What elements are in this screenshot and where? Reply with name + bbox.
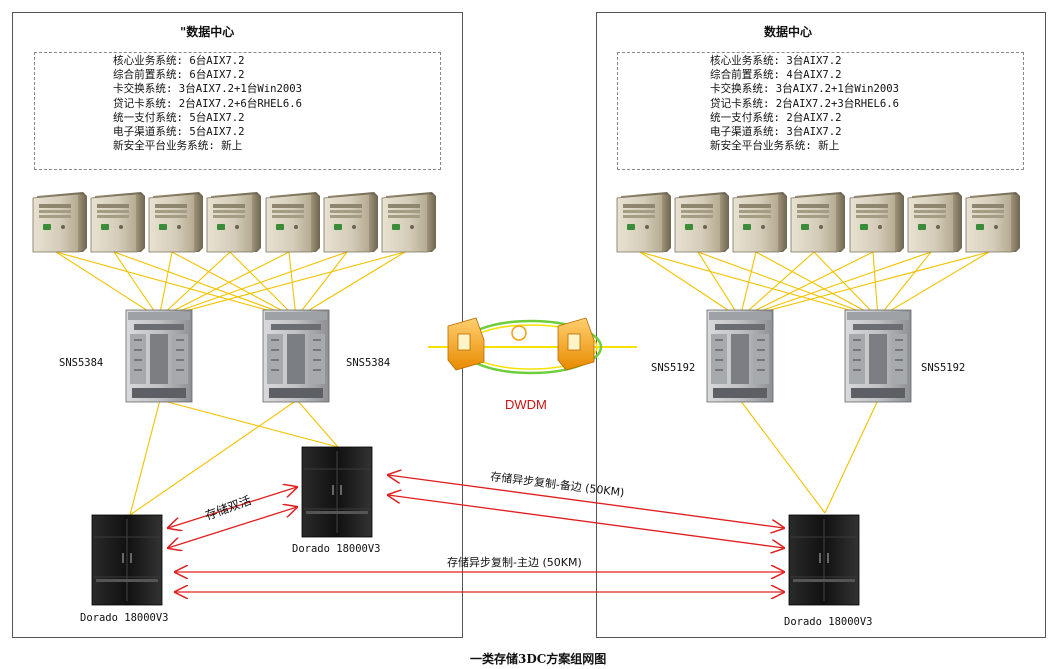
system-line: 统一支付系统: 2台AIX7.2 [710, 111, 842, 124]
system-line: 核心业务系统: 6台AIX7.2 [113, 55, 245, 67]
system-line: 综合前置系统: 6台AIX7.2 [113, 69, 245, 82]
fiber-link [158, 251, 231, 319]
system-line: 综合前置系统: 4台AIX7.2 [710, 69, 842, 82]
fiber-link [113, 251, 297, 319]
fiber-link [229, 251, 297, 319]
tower-server-icon [790, 191, 846, 253]
fiber-link [113, 251, 160, 319]
system-line: 新安全平台业务系统: 新上 [113, 140, 243, 153]
right-switch-label-2: SNS5192 [921, 362, 966, 374]
right-storage-label: Dorado 18000V3 [784, 616, 873, 628]
storage-array-icon [91, 514, 163, 606]
storage-array-icon [788, 514, 860, 606]
fiber-link [697, 251, 741, 319]
dwdm-link [428, 317, 637, 375]
left-datacenter-title: "数据中心 [180, 25, 235, 39]
tower-server-icon [206, 191, 262, 253]
switch-storage-links [129, 399, 879, 516]
fiber-link [295, 251, 406, 319]
fiber-link [739, 251, 990, 319]
fiber-link [739, 251, 932, 319]
replication-arrows [168, 475, 784, 592]
storage-array-icon [301, 446, 373, 538]
dwdm-device-icon [447, 317, 485, 371]
tower-server-icon [265, 191, 321, 253]
left-server-group [32, 191, 437, 253]
fiber-link [877, 251, 990, 319]
tower-server-icon [907, 191, 963, 253]
fiber-link [697, 251, 879, 319]
tower-server-icon [849, 191, 905, 253]
fiber-link [872, 251, 879, 319]
left-fiber-links [55, 251, 406, 319]
active-active-arrow [168, 507, 297, 548]
dwdm-hub-icon [511, 325, 527, 341]
director-switch-icon [125, 309, 193, 403]
tower-server-icon [32, 191, 88, 253]
fiber-link [55, 251, 297, 319]
right-system-list: 核心业务系统: 3台AIX7.2 综合前置系统: 4台AIX7.2 卡交换系统:… [617, 52, 1024, 170]
fiber-link [639, 251, 879, 319]
active-active-label: 存储双活 [203, 492, 253, 523]
left-system-list: 核心业务系统: 6台AIX7.2 综合前置系统: 6台AIX7.2 卡交换系统:… [34, 52, 441, 170]
right-switch-label-1: SNS5192 [651, 362, 696, 374]
left-storage-a-label: Dorado 18000V3 [80, 612, 169, 624]
system-line: 卡交换系统: 3台AIX7.2+1台Win2003 [113, 83, 302, 96]
system-line: 电子渠道系统: 5台AIX7.2 [113, 126, 245, 139]
fiber-link [739, 251, 874, 319]
primary-replication-label: 存储异步复制-主边 (50KM) [447, 555, 582, 569]
system-line: 电子渠道系统: 3台AIX7.2 [710, 126, 842, 139]
fiber-link [295, 251, 348, 319]
right-server-group [616, 191, 1021, 253]
fiber-link [158, 251, 406, 319]
fiber-link [158, 251, 173, 319]
tower-server-icon [965, 191, 1021, 253]
system-line: 贷记卡系统: 2台AIX7.2+6台RHEL6.6 [113, 97, 302, 110]
system-line: 卡交换系统: 3台AIX7.2+1台Win2003 [710, 83, 899, 96]
right-fiber-links [639, 251, 990, 319]
tower-server-icon [90, 191, 146, 253]
dwdm-label: DWDM [505, 397, 547, 412]
fiber-link [158, 251, 290, 319]
system-line: 核心业务系统: 3台AIX7.2 [710, 55, 842, 67]
backup-replication-arrow [388, 495, 784, 548]
left-switch-label-1: SNS5384 [59, 357, 104, 369]
tower-server-icon [732, 191, 788, 253]
fiber-link [55, 251, 160, 319]
fiber-link [288, 251, 297, 319]
left-switch-label-2: SNS5384 [346, 357, 391, 369]
left-storage-b-label: Dorado 18000V3 [292, 543, 381, 555]
system-line: 贷记卡系统: 2台AIX7.2+3台RHEL6.6 [710, 97, 899, 110]
tower-server-icon [616, 191, 672, 253]
director-switch-icon [262, 309, 330, 403]
fiber-link [158, 251, 348, 319]
tower-server-icon [674, 191, 730, 253]
fiber-link [739, 251, 815, 319]
fiber-link [755, 251, 879, 319]
tower-server-icon [381, 191, 437, 253]
system-line: 新安全平台业务系统: 新上 [710, 140, 840, 153]
right-datacenter-title: 数据中心 [764, 25, 813, 39]
tower-server-icon [148, 191, 204, 253]
fiber-link [739, 251, 757, 319]
director-switch-icon [706, 309, 774, 403]
fiber-link [813, 251, 879, 319]
director-switch-icon [844, 309, 912, 403]
diagram-caption: 一类存储3DC方案组网图 [470, 652, 607, 666]
backup-replication-label: 存储异步复制-备边 (50KM) [490, 469, 625, 499]
tower-server-icon [323, 191, 379, 253]
fiber-link [171, 251, 297, 319]
fiber-link [639, 251, 741, 319]
dwdm-device-icon [557, 317, 595, 371]
fiber-link [877, 251, 932, 319]
system-line: 统一支付系统: 5台AIX7.2 [113, 111, 245, 124]
